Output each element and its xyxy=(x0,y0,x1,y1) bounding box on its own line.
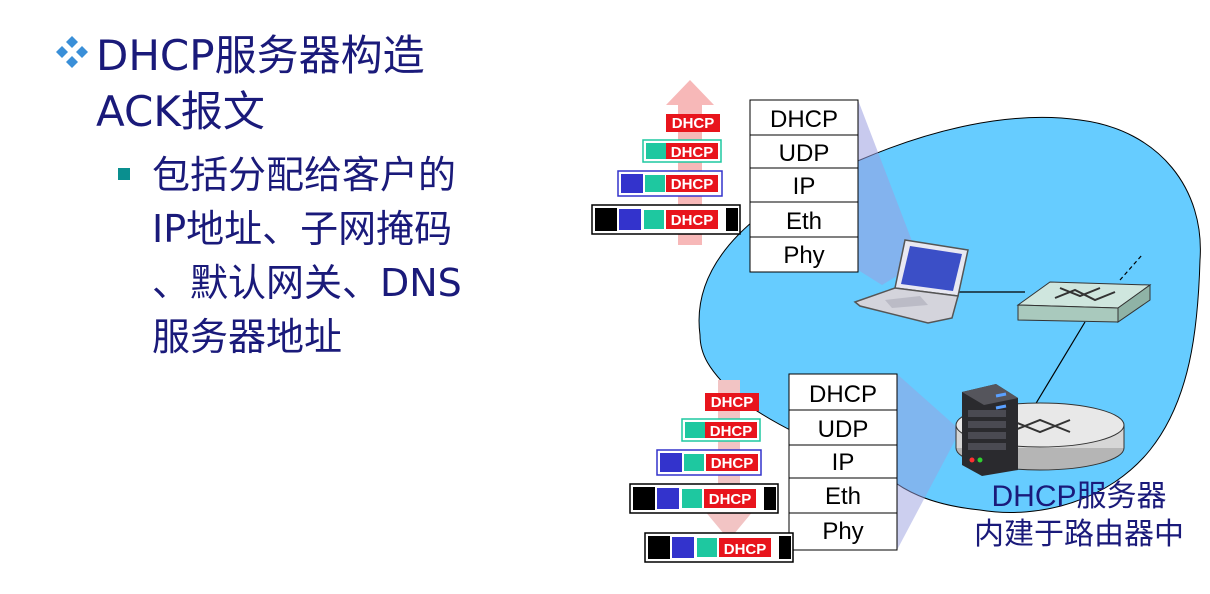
stack-shadow xyxy=(858,100,920,285)
bullet-line: 、默认网关、DNS xyxy=(152,261,462,305)
title-line-1: DHCP服务器构造 xyxy=(96,31,425,80)
stack-layer-dhcp: DHCP xyxy=(809,381,877,408)
link-switch-router xyxy=(1034,321,1086,406)
stack-layer-phy: Phy xyxy=(783,242,824,269)
packet-label: DHCP xyxy=(709,491,752,508)
packet-label: DHCP xyxy=(711,394,754,411)
link-switch-out xyxy=(1119,254,1143,281)
packet-label: DHCP xyxy=(711,455,754,472)
slide-title: DHCP服务器构造 ACK报文 xyxy=(52,28,425,140)
diamond-bullet-icon xyxy=(56,36,88,68)
laptop-icon xyxy=(853,239,969,324)
stack-layer-eth: Eth xyxy=(786,208,822,235)
server-packets: DHCP DHCP DHCP DHCP DHCP xyxy=(629,393,794,563)
bullet-text: 包括分配给客户的 IP地址、子网掩码 、默认网关、DNS 服务器地址 xyxy=(152,148,512,364)
stack-shadow xyxy=(897,374,960,550)
packet-label: DHCP xyxy=(724,541,767,558)
server-icon xyxy=(962,384,1018,476)
packet-label: DHCP xyxy=(672,115,715,132)
stack-layer-phy: Phy xyxy=(822,518,863,545)
stack-layer-udp: UDP xyxy=(779,140,830,167)
bullet-line: IP地址、子网掩码 xyxy=(152,207,453,251)
square-bullet-icon xyxy=(118,168,130,180)
server-caption: DHCP服务器 内建于路由器中 xyxy=(948,478,1210,554)
client-protocol-stack: DHCP UDP IP Eth Phy xyxy=(749,99,920,285)
bullet-line: 包括分配给客户的 xyxy=(152,153,457,197)
packet-label: DHCP xyxy=(671,212,714,229)
client-packets: DHCP DHCP DHCP DHCP xyxy=(591,114,741,235)
packet-label: DHCP xyxy=(671,176,714,193)
packet-label: DHCP xyxy=(671,144,714,161)
stack-layer-udp: UDP xyxy=(818,416,869,443)
stack-layer-ip: IP xyxy=(793,173,816,200)
title-line-2: ACK报文 xyxy=(96,87,265,136)
stack-layer-dhcp: DHCP xyxy=(770,106,838,133)
server-caption-line-2: 内建于路由器中 xyxy=(974,518,1184,551)
server-protocol-stack: DHCP UDP IP Eth Phy xyxy=(788,373,960,551)
stack-layer-ip: IP xyxy=(832,449,855,476)
server-caption-line-1: DHCP服务器 xyxy=(991,480,1167,513)
stack-layer-eth: Eth xyxy=(825,483,861,510)
bullet-line: 服务器地址 xyxy=(152,315,343,359)
packet-label: DHCP xyxy=(710,423,753,440)
switch-icon xyxy=(1016,281,1152,323)
